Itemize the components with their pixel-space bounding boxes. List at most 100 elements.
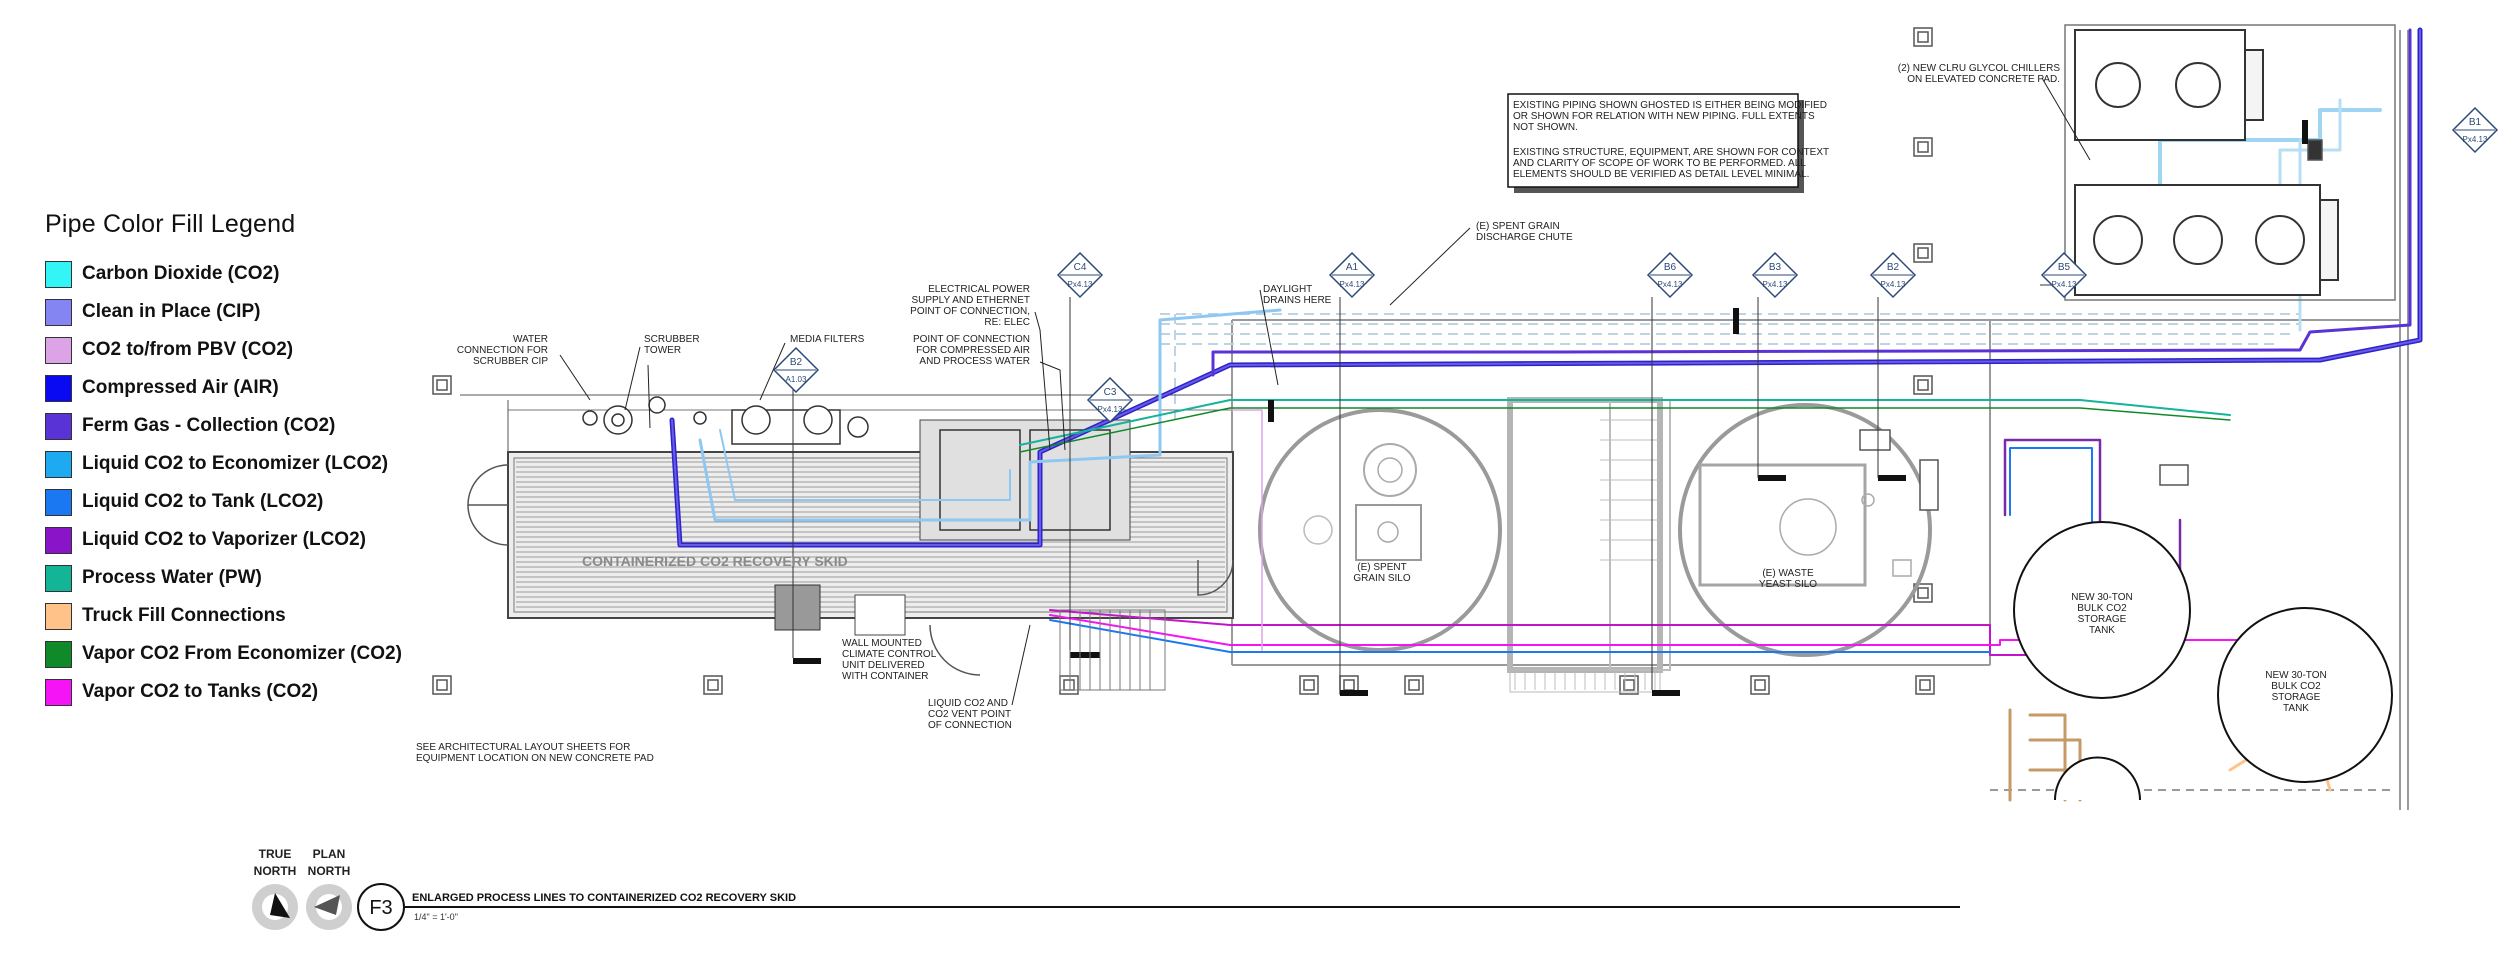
legend-swatch — [45, 678, 72, 706]
media-filters-label: MEDIA FILTERS — [790, 334, 865, 345]
drawing-scale: 1/4" = 1'-0" — [414, 912, 458, 922]
plan-north-arrow-icon — [306, 884, 352, 930]
daylight-note-line: DRAINS HERE — [1263, 295, 1332, 306]
ghosted-chute — [1160, 313, 2300, 420]
legend-item: Clean in Place (CIP) — [45, 293, 405, 331]
detail-tag-id: C4 — [1074, 262, 1087, 273]
compressed-air-note-line: POINT OF CONNECTION — [913, 334, 1030, 345]
legend-label: Process Water (PW) — [82, 567, 262, 588]
existing-note-1-line: NOT SHOWN. — [1513, 122, 1578, 133]
scrubber-note-line: SCRUBBER — [644, 334, 700, 345]
annotations: EXISTING PIPING SHOWN GHOSTED IS EITHER … — [416, 63, 2327, 764]
existing-note-2-line: EXISTING STRUCTURE, EQUIPMENT, ARE SHOWN… — [1513, 147, 1829, 158]
legend-item: Ferm Gas - Collection (CO2) — [45, 407, 405, 445]
detail-tag-sheet: Px4.13 — [1098, 405, 1123, 414]
scrubber-note-line: TOWER — [644, 345, 681, 356]
legend-item: Liquid CO2 to Economizer (LCO2) — [45, 445, 405, 483]
waste-yeast-silo-label: YEAST SILO — [1759, 579, 1817, 590]
existing-note-1-line: OR SHOWN FOR RELATION WITH NEW PIPING. F… — [1513, 111, 1815, 122]
electrical-note-line: ELECTRICAL POWER — [928, 284, 1030, 295]
legend-items: Carbon Dioxide (CO2) Clean in Place (CIP… — [45, 255, 405, 711]
existing-note-2-line: ELEMENTS SHOULD BE VERIFIED AS DETAIL LE… — [1513, 169, 1809, 180]
skid-label: CONTAINERIZED CO2 RECOVERY SKID — [582, 553, 848, 569]
tank-1-label: STORAGE — [2078, 614, 2127, 625]
detail-id: F3 — [369, 897, 392, 919]
arch-note-line: SEE ARCHITECTURAL LAYOUT SHEETS FOR — [416, 742, 630, 753]
liquid-vent-note-line: LIQUID CO2 AND — [928, 698, 1008, 709]
legend-swatch — [45, 488, 72, 516]
true-north-label: NORTH — [254, 864, 297, 878]
glycol-chillers — [2064, 24, 2396, 301]
waste-yeast-silo-label: (E) WASTE — [1762, 568, 1814, 579]
detail-tag-sheet: A1.03 — [786, 375, 807, 384]
legend-swatch — [45, 374, 72, 402]
detail-tag-id: B2 — [1887, 262, 1900, 273]
tank-1-label: TANK — [2089, 625, 2115, 636]
plan-north-label: PLAN — [313, 847, 346, 861]
svg-text:SEE ARCHITECTURAL LAYOUT SHEET: SEE ARCHITECTURAL LAYOUT SHEETS FOREQUIP… — [416, 742, 654, 764]
detail-tag-sheet: Px4.13 — [2052, 280, 2077, 289]
legend-item: Carbon Dioxide (CO2) — [45, 255, 405, 293]
detail-tag-sheet: Px4.13 — [1881, 280, 1906, 289]
spent-grain-silo — [1258, 408, 1502, 652]
legend-item: Process Water (PW) — [45, 559, 405, 597]
chute-note-line: (E) SPENT GRAIN — [1476, 221, 1560, 232]
legend-label: Liquid CO2 to Economizer (LCO2) — [82, 453, 389, 474]
legend-item: Vapor CO2 to Tanks (CO2) — [45, 673, 405, 711]
arch-note-line: EQUIPMENT LOCATION ON NEW CONCRETE PAD — [416, 753, 654, 764]
legend-item: Truck Fill Connections — [45, 597, 405, 635]
detail-tag-id: B1 — [2469, 117, 2482, 128]
svg-text:EXISTING PIPING SHOWN GHOSTED: EXISTING PIPING SHOWN GHOSTED IS EITHER … — [1513, 100, 1827, 133]
tank-1-label: NEW 30-TON — [2071, 592, 2133, 603]
detail-tag-id: B2 — [790, 357, 803, 368]
water-note-line: CONNECTION FOR — [457, 345, 548, 356]
water-note-line: SCRUBBER CIP — [473, 356, 548, 367]
existing-note-1-line: EXISTING PIPING SHOWN GHOSTED IS EITHER … — [1513, 100, 1827, 111]
pipe-runs — [669, 27, 2423, 802]
legend-label: CO2 to/from PBV (CO2) — [82, 339, 294, 360]
detail-tag-id: B6 — [1664, 262, 1677, 273]
chute-note-line: DISCHARGE CHUTE — [1476, 232, 1573, 243]
wall-unit-note-line: WITH CONTAINER — [842, 671, 928, 682]
wall-unit-note-line: CLIMATE CONTROL — [842, 649, 937, 660]
compressed-air-note-line: AND PROCESS WATER — [919, 356, 1030, 367]
tank-2-label: STORAGE — [2272, 692, 2321, 703]
spent-grain-silo-label: (E) SPENT — [1357, 562, 1406, 573]
liquid-vent-note-line: OF CONNECTION — [928, 720, 1012, 731]
waste-yeast-silo — [1678, 403, 1932, 657]
daylight-note-line: DAYLIGHT — [1263, 284, 1312, 295]
stair-hatch — [1514, 419, 1660, 690]
tank-2-label: NEW 30-TON — [2265, 670, 2327, 681]
legend-label: Vapor CO2 From Economizer (CO2) — [82, 643, 402, 664]
electrical-note-line: SUPPLY AND ETHERNET — [911, 295, 1030, 306]
leader-lines — [559, 77, 2091, 706]
co2-storage-tanks — [2013, 521, 2393, 801]
legend-title: Pipe Color Fill Legend — [45, 210, 296, 238]
legend-label: Liquid CO2 to Tank (LCO2) — [82, 491, 324, 512]
detail-tag-id: B3 — [1769, 262, 1782, 273]
chillers-note-line: (2) NEW CLRU GLYCOL CHILLERS — [1898, 63, 2061, 74]
skid-stair — [1059, 609, 1166, 691]
drawing-title: ENLARGED PROCESS LINES TO CONTAINERIZED … — [412, 892, 796, 904]
legend-swatch — [45, 564, 72, 592]
legend-swatch — [45, 260, 72, 288]
